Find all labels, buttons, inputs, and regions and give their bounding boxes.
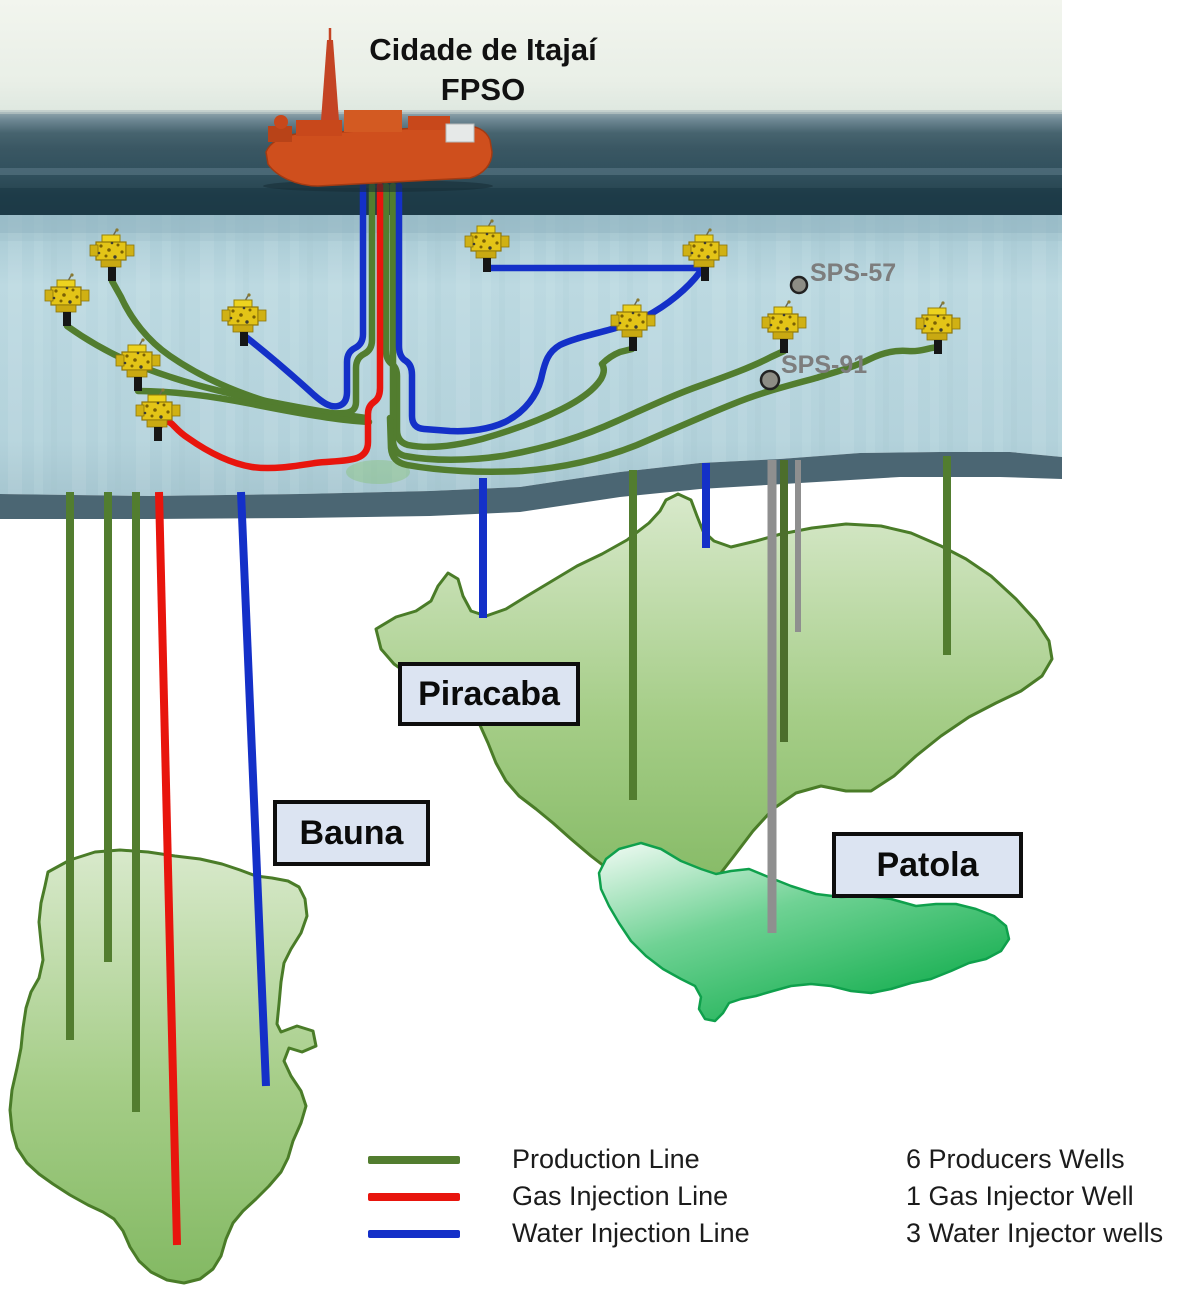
bauna-field-label-text: Bauna — [299, 813, 404, 852]
piracaba-field-label-text: Piracaba — [418, 674, 560, 713]
wellbores — [66, 456, 951, 1246]
fpso-bow-reel — [274, 115, 288, 129]
sps57-label: SPS-57 — [810, 259, 896, 287]
fpso-deck-module — [296, 120, 342, 136]
gas-injector-count: 1 Gas Injector Well — [906, 1181, 1134, 1211]
fpso-deck-module — [344, 110, 402, 132]
fpso-derrick — [320, 40, 340, 134]
production-line — [386, 343, 942, 475]
legend-row-production: Production Line — [368, 1141, 750, 1178]
water-surface-shadow2 — [0, 233, 1062, 241]
legend-row-gas: Gas Injection Line — [368, 1178, 750, 1215]
legend-row-water: Water Injection Line — [368, 1215, 750, 1252]
production-line-label: Production Line — [512, 1144, 700, 1174]
gas-injection-line-label: Gas Injection Line — [512, 1181, 729, 1211]
fpso-deck-module — [408, 116, 450, 130]
bauna-field-label: Bauna — [273, 800, 430, 866]
water-injection-line — [240, 182, 367, 410]
gas-injector-wellbore — [155, 491, 181, 1246]
fpso-vessel — [263, 28, 493, 192]
water-injection-line-swatch — [368, 1229, 460, 1238]
water-surface-shadow — [0, 215, 1062, 233]
diagram-title-line2: FPSO — [441, 72, 525, 107]
fpso-bow-gear — [268, 126, 292, 142]
sky-band — [0, 0, 1062, 116]
well-summary: 6 Producers Wells 1 Gas Injector Well 3 … — [906, 1141, 1163, 1252]
patola-field-label: Patola — [832, 832, 1023, 898]
flowlines — [63, 182, 942, 475]
water-injection-line-label: Water Injection Line — [512, 1218, 750, 1248]
reservoir-patola-shape — [597, 841, 1011, 1023]
producers-count: 6 Producers Wells — [906, 1144, 1125, 1174]
production-line-swatch — [368, 1155, 460, 1164]
legend: Production Line Gas Injection Line Water… — [368, 1141, 750, 1252]
reservoir-piracaba-shape — [374, 492, 1054, 903]
wave-highlight — [0, 168, 1062, 175]
water-injector-wellbore — [237, 491, 270, 1087]
sps91-well-marker — [759, 369, 781, 391]
patola-field-label-text: Patola — [876, 845, 979, 884]
fpso-accommodation — [445, 123, 475, 143]
water-injector-count: 3 Water Injector wells — [906, 1218, 1164, 1248]
riser-base-glow — [346, 460, 410, 484]
reservoir-bauna-shape — [8, 848, 318, 1285]
production-line — [134, 387, 373, 426]
production-line — [63, 322, 370, 422]
diagram-title-line1: Cidade de Itajaí — [369, 32, 598, 67]
horizon-line — [0, 110, 1062, 114]
gas-injection-line — [154, 182, 384, 472]
production-line — [389, 182, 788, 463]
sps91-label: SPS-91 — [781, 351, 867, 379]
piracaba-field-label: Piracaba — [398, 662, 580, 726]
sps57-well-marker — [789, 275, 809, 295]
gas-injection-line-swatch — [368, 1192, 460, 1201]
wave-dark-band — [0, 188, 1062, 216]
